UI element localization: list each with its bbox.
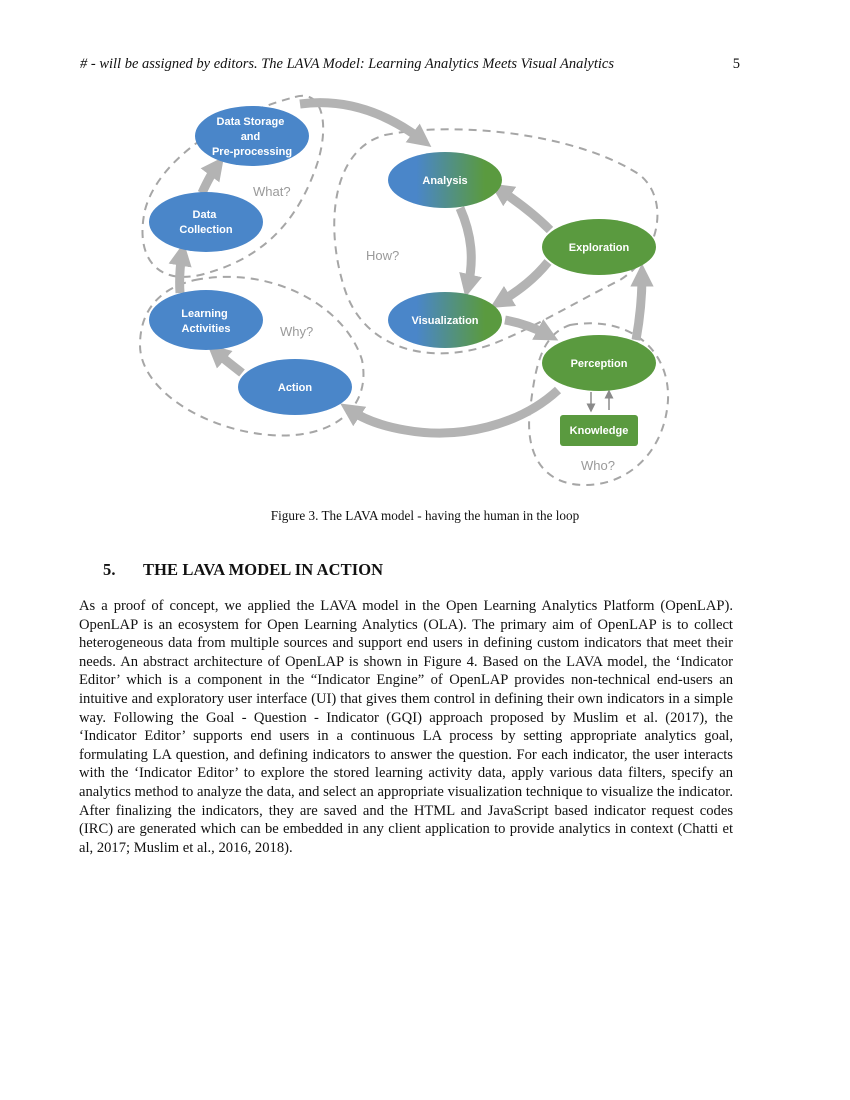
node-label-line: Pre-processing xyxy=(212,146,292,158)
why-group-outline xyxy=(138,275,365,437)
lava-model-figure: Data Storage and Pre-processing Data Col… xyxy=(138,94,670,487)
who-label: Who? xyxy=(581,458,615,473)
what-group-outline xyxy=(141,94,325,278)
node-visualization: Visualization xyxy=(388,292,502,348)
node-data-collection: Data Collection xyxy=(149,192,263,252)
arrow-perception-to-exploration xyxy=(630,263,654,341)
svg-text:Analysis: Analysis xyxy=(422,175,467,187)
node-knowledge: Knowledge xyxy=(560,415,638,446)
node-label-line: Activities xyxy=(182,323,231,335)
node-label-line: Perception xyxy=(571,358,628,370)
arrow-learning-to-collection xyxy=(168,242,192,294)
node-label-line: Collection xyxy=(179,224,232,236)
arrow-collection-to-storage xyxy=(197,156,225,195)
node-label-line: Knowledge xyxy=(570,425,629,437)
question-labels: What? How? Why? Who? xyxy=(253,184,615,473)
svg-text:Perception: Perception xyxy=(571,358,628,370)
knowledge-arrows xyxy=(586,389,614,413)
page-number: 5 xyxy=(732,56,740,72)
node-label-line: Analysis xyxy=(422,175,467,187)
arrow-storage-to-analysis xyxy=(299,98,432,148)
running-header: # - will be assigned by editors. The LAV… xyxy=(80,55,740,73)
dashed-outlines xyxy=(138,94,670,487)
node-label-line: Learning xyxy=(181,308,227,320)
node-label-line: Visualization xyxy=(411,315,478,327)
svg-text:Data Storage and P: Data Storage and Pre-processing xyxy=(212,116,292,158)
arrow-perception-to-action xyxy=(340,386,562,438)
figure-caption: Figure 3. The LAVA model - having the hu… xyxy=(270,508,580,523)
svg-text:Data Collection: Data Collection xyxy=(179,209,232,236)
running-title: # - will be assigned by editors. The LAV… xyxy=(80,56,614,72)
who-group-outline xyxy=(528,322,670,487)
svg-text:Action: Action xyxy=(278,382,313,394)
node-data-storage: Data Storage and Pre-processing xyxy=(195,106,309,166)
arrow-analysis-to-visualization xyxy=(455,206,483,298)
node-label-line: Action xyxy=(278,382,313,394)
section-heading: 5. THE LAVA MODEL IN ACTION xyxy=(103,560,383,580)
arrow-action-to-learning xyxy=(207,344,245,377)
cycle-arrows xyxy=(168,98,654,438)
node-action: Action xyxy=(238,359,352,415)
arrow-visualization-to-perception xyxy=(504,315,559,341)
how-label: How? xyxy=(366,248,399,263)
arrow-exploration-to-analysis xyxy=(490,183,554,234)
svg-text:Knowledge: Knowledge xyxy=(570,425,629,437)
node-analysis: Analysis xyxy=(388,152,502,208)
what-label: What? xyxy=(253,184,291,199)
svg-text:Learning Activities: Learning Activities xyxy=(181,308,231,335)
node-label-line: Data Storage xyxy=(217,116,285,128)
why-label: Why? xyxy=(280,324,313,339)
node-learning-activities: Learning Activities xyxy=(149,290,263,350)
how-group-outline xyxy=(333,128,659,355)
svg-text:Exploration: Exploration xyxy=(569,242,630,254)
node-label-line: Data xyxy=(193,209,218,221)
section-title: THE LAVA MODEL IN ACTION xyxy=(143,560,384,579)
section-number: 5. xyxy=(103,560,116,579)
svg-text:Visualization: Visualization xyxy=(411,315,478,327)
arrow-exploration-to-visualization xyxy=(489,259,552,309)
node-exploration: Exploration xyxy=(542,219,656,275)
node-perception: Perception xyxy=(542,335,656,391)
node-label-line: and xyxy=(241,131,261,143)
body-paragraph: As a proof of concept, we applied the LA… xyxy=(79,598,733,856)
node-label-line: Exploration xyxy=(569,242,630,254)
